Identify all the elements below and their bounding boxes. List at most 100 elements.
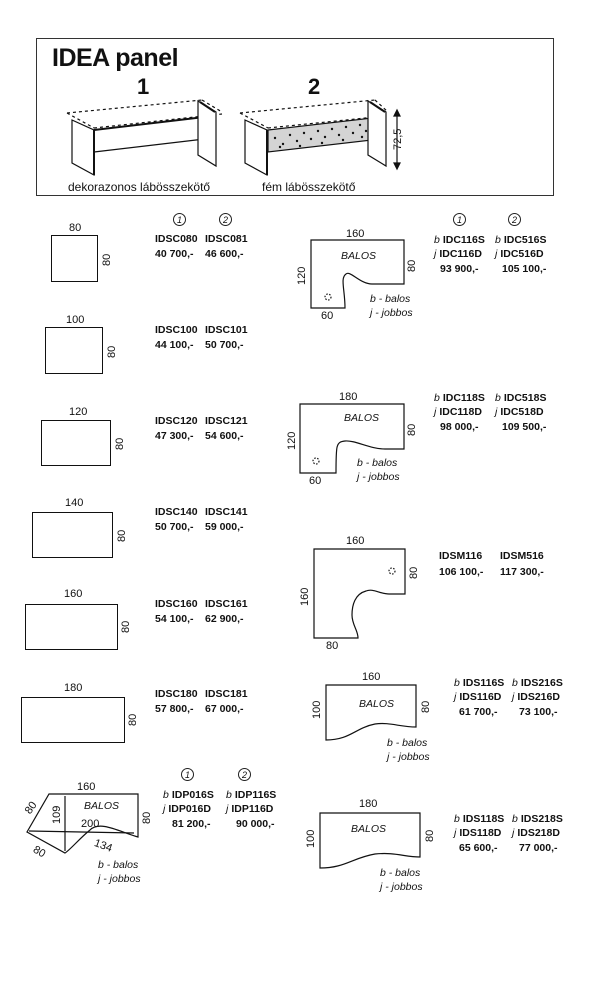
rect-desk-140-price-1: 50 700,-: [155, 521, 194, 533]
rect-desk-120-code-1: IDSC120: [155, 415, 198, 427]
legend-b: b - balos: [357, 457, 398, 469]
rect-desk-120-price-2: 54 600,-: [205, 430, 244, 442]
legend-b: b - balos: [380, 867, 421, 879]
corner-desk-legend: b - balos j - jobbos: [98, 858, 141, 886]
legend-b: b - balos: [387, 737, 428, 749]
l-desk-160-bottom: 60: [321, 310, 334, 322]
wave-desk-180-balos-label: BALOS: [351, 823, 387, 835]
rect-desk-120-price-1: 47 300,-: [155, 430, 194, 442]
wave-desk-180-right: 80: [424, 829, 436, 842]
column-2-marker: 2: [219, 213, 232, 226]
sym-desk-code-1: IDSM116: [439, 550, 483, 562]
sym-desk-price-2: 117 300,-: [500, 566, 544, 578]
wave-desk-160-price-2: 73 100,-: [519, 706, 558, 718]
corner-desk-balos-label: BALOS: [84, 800, 120, 812]
wave-desk-160-width: 160: [362, 671, 381, 683]
corner-column-2-marker: 2: [238, 768, 251, 781]
wave-desk-160-legend: b - balos j - jobbos: [387, 736, 430, 764]
rect-desk-160-shape: [25, 604, 118, 650]
option-2-caption: fém lábösszekötő: [262, 180, 356, 194]
wave-desk-180-price-1: 65 600,-: [459, 842, 498, 854]
desk-decor-illustration: [66, 99, 223, 177]
rect-desk-160-code-2: IDSC161: [205, 598, 248, 610]
l-desk-160-legend: b - balos j - jobbos: [370, 292, 413, 320]
rect-desk-80-price-1: 40 700,-: [155, 248, 194, 260]
rect-desk-180-code-1: IDSC180: [155, 688, 198, 700]
rect-desk-80-price-2: 46 600,-: [205, 248, 244, 260]
wave-desk-180-price-2: 77 000,-: [519, 842, 558, 854]
rect-desk-100-code-2: IDSC101: [205, 324, 248, 336]
legend-j: j - jobbos: [357, 471, 400, 483]
column-1-marker: 1: [173, 213, 186, 226]
sym-desk-code-2: IDSM516: [500, 550, 544, 562]
wave-desk-180-left: 100: [305, 829, 317, 848]
corner-desk-diag-width-dim: 200: [81, 818, 100, 830]
rect-desk-180-width: 180: [64, 682, 83, 694]
l-desk-160-balos-label: BALOS: [341, 250, 377, 262]
desk-metal-illustration: [239, 99, 401, 177]
rect-desk-160-code-1: IDSC160: [155, 598, 198, 610]
l-desk-160-price-1: 93 900,-: [440, 263, 479, 275]
rect-desk-160-width: 160: [64, 588, 83, 600]
rect-desk-160-price-2: 62 900,-: [205, 613, 244, 625]
wave-desk-180-width: 180: [359, 798, 378, 810]
rect-desk-120-code-2: IDSC121: [205, 415, 248, 427]
rect-desk-140-shape: [32, 512, 113, 558]
rect-desk-180-price-1: 57 800,-: [155, 703, 194, 715]
page-title: IDEA panel: [52, 44, 179, 72]
header-panel: [36, 38, 554, 196]
rect-desk-100-width: 100: [66, 314, 85, 326]
l-desk-160-width: 160: [346, 228, 365, 240]
legend-j: j - jobbos: [98, 873, 141, 885]
option-1-number: 1: [137, 74, 150, 99]
legend-b: b - balos: [370, 293, 411, 305]
corner-desk-price-2: 90 000,-: [236, 818, 275, 830]
legend-j: j - jobbos: [370, 307, 413, 319]
rect-desk-160-price-1: 54 100,-: [155, 613, 194, 625]
rect-desk-100-price-1: 44 100,-: [155, 339, 194, 351]
rect-desk-180-price-2: 67 000,-: [205, 703, 244, 715]
option-1-caption: dekorazonos lábösszekötő: [68, 180, 211, 194]
corner-desk-price-1: 81 200,-: [172, 818, 211, 830]
l-desk-180-price-1: 98 000,-: [440, 421, 479, 433]
rect-desk-100-shape: [45, 327, 103, 374]
rect-desk-120-width: 120: [69, 406, 88, 418]
legend-j: j - jobbos: [387, 751, 430, 763]
option-2-number: 2: [308, 74, 321, 99]
sym-desk-width: 160: [346, 535, 365, 547]
l-desk-180-price-2: 109 500,-: [502, 421, 547, 433]
l-desk-180-bottom: 60: [309, 475, 322, 487]
right-column-2-marker: 2: [508, 213, 521, 226]
rect-desk-140-code-2: IDSC141: [205, 506, 248, 518]
rect-desk-80-code-1: IDSC080: [155, 233, 198, 245]
corner-column-1-marker: 1: [181, 768, 194, 781]
legend-j: j - jobbos: [380, 881, 423, 893]
rect-desk-180-code-2: IDSC181: [205, 688, 248, 700]
rect-desk-140-width: 140: [65, 497, 84, 509]
wave-desk-160-price-1: 61 700,-: [459, 706, 498, 718]
rect-desk-80-width: 80: [69, 222, 82, 234]
l-desk-180-balos-label: BALOS: [344, 412, 380, 424]
wave-desk-180-legend: b - balos j - jobbos: [380, 866, 423, 894]
